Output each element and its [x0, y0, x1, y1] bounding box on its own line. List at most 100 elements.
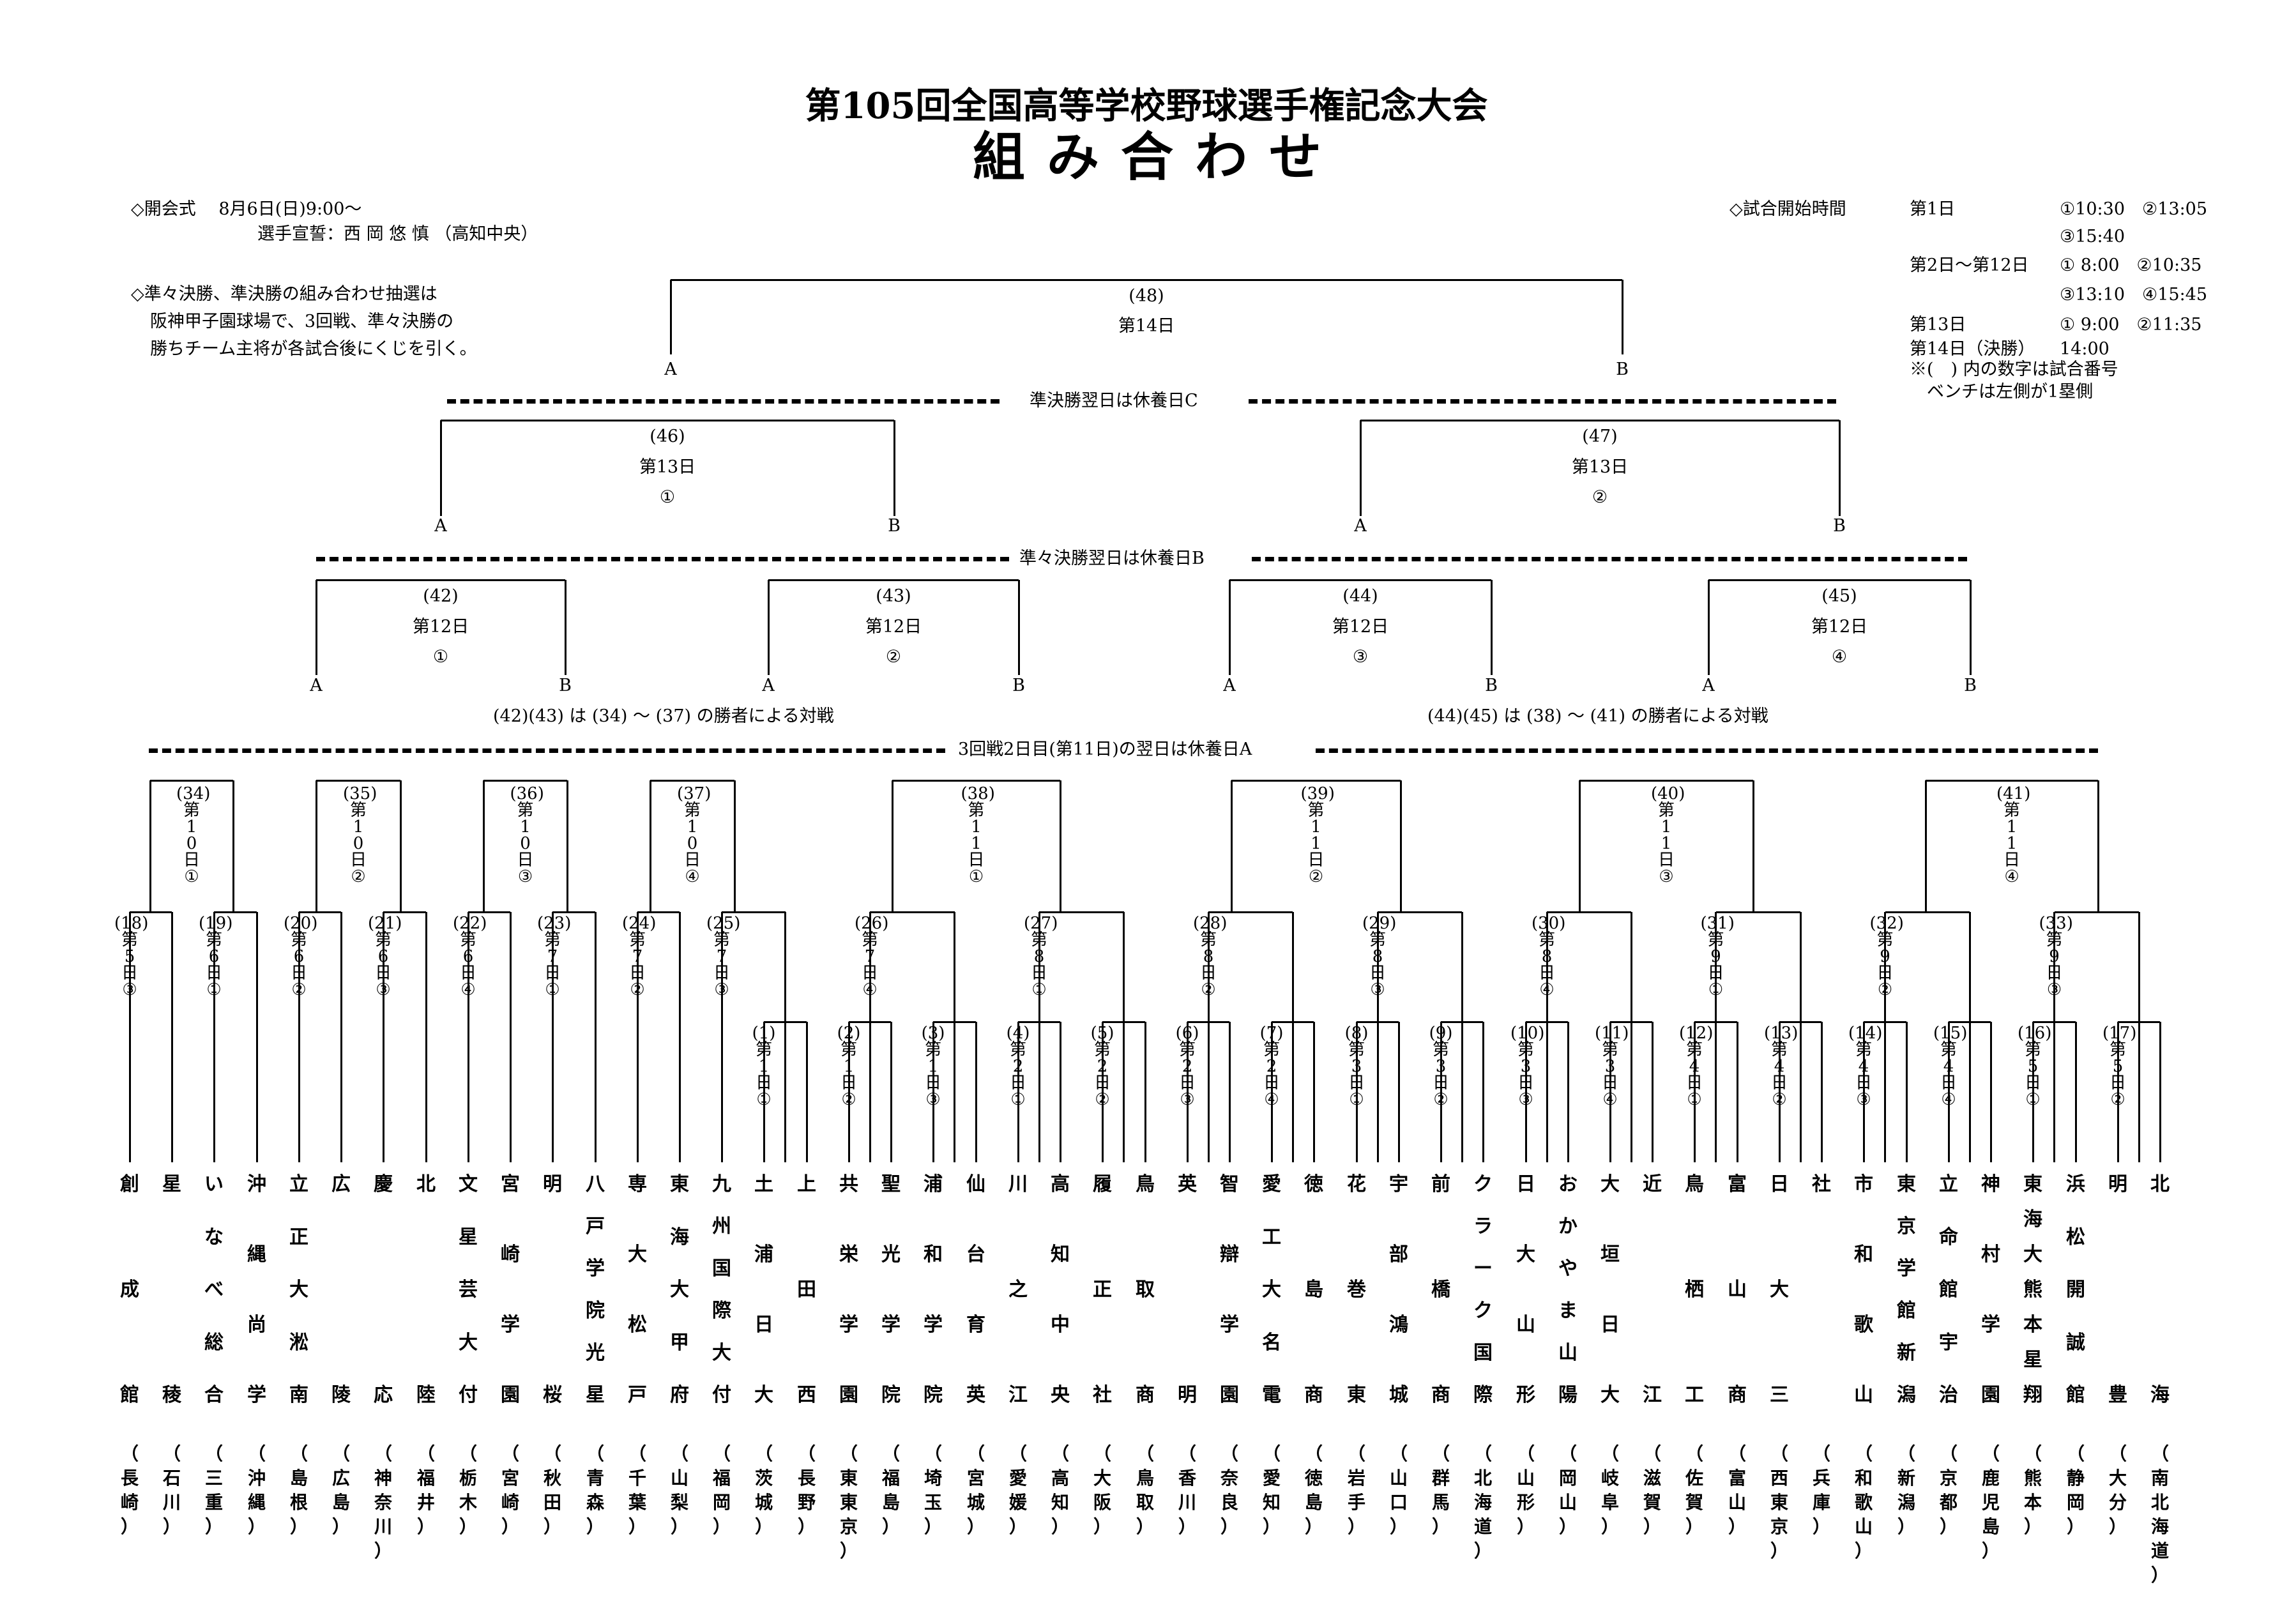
team-prefecture: （京都）: [1939, 1443, 1958, 1537]
team-prefecture: （福井）: [416, 1443, 435, 1537]
bracket-line: [566, 780, 568, 912]
team-prefecture: （青森）: [586, 1443, 604, 1537]
team-name-char: 学: [501, 1314, 520, 1336]
schedule-time: ①10:30 ②13:05: [2060, 199, 2208, 219]
page-title: 第105回全国高等学校野球選手権記念大会: [805, 85, 1488, 127]
team-prefecture: （島根）: [289, 1443, 308, 1537]
team-name-char: 東: [1897, 1173, 1916, 1195]
team-name-char: 南: [289, 1384, 308, 1406]
bracket-line: [1579, 779, 1753, 782]
bracket-line: [316, 579, 565, 581]
schedule-time: ① 8:00 ②10:35: [2060, 255, 2202, 275]
team-prefecture: （大阪）: [1093, 1443, 1111, 1537]
bracket-line: [1862, 1022, 1865, 1162]
team-name-char: 大: [1770, 1279, 1789, 1301]
team-name-char: 院: [586, 1300, 605, 1322]
team-name-char: 之: [1008, 1279, 1028, 1301]
team-prefecture: （岩手）: [1347, 1443, 1365, 1537]
team-name-char: 江: [1008, 1384, 1028, 1406]
quarterfinal-slot: ④: [1831, 647, 1848, 667]
team-name-char: 近: [1643, 1173, 1662, 1195]
team-prefecture: （鹿児島）: [1981, 1443, 2000, 1561]
bracket-line: [1038, 912, 1040, 1162]
team-prefecture: （西東京）: [1770, 1443, 1788, 1561]
team-name-char: 鳥: [1136, 1173, 1155, 1195]
team-prefecture: （宮城）: [966, 1443, 985, 1537]
team-name-char: 聖: [881, 1173, 901, 1195]
team-name-char: 星: [2023, 1349, 2042, 1371]
team-name-char: 正: [289, 1226, 308, 1248]
team-name-char: 山: [1728, 1279, 1747, 1301]
bracket-line: [1123, 912, 1125, 1162]
bracket-line: [1610, 1021, 1652, 1023]
team-name-char: 星: [459, 1226, 478, 1248]
team-name-char: 九: [712, 1173, 731, 1195]
team-name-char: 川: [1008, 1173, 1028, 1195]
team-name-char: 翔: [2023, 1384, 2042, 1406]
bracket-line: [1102, 1021, 1145, 1023]
team-prefecture: （宮崎）: [501, 1443, 519, 1537]
rest-day-divider: [1316, 748, 2098, 753]
rest-day-divider: [316, 557, 1009, 561]
bracket-line: [870, 911, 955, 913]
team-name-char: や: [1558, 1257, 1578, 1280]
bracket-line: [1229, 579, 1491, 581]
bracket-line: [1376, 912, 1379, 1162]
bracket-line: [649, 780, 651, 912]
team-name-char: 垣: [1600, 1243, 1620, 1266]
team-name-char: 高: [1051, 1173, 1070, 1195]
team-name-char: 工: [1685, 1384, 1704, 1406]
quarterfinal-side-a: A: [310, 676, 323, 695]
team-name-char: 歌: [1854, 1314, 1873, 1336]
team-name-char: 崎: [501, 1243, 520, 1266]
bracket-line: [213, 912, 215, 1162]
bracket-line: [382, 912, 384, 1162]
bracket-line: [1360, 419, 1839, 421]
team-name-char: 府: [670, 1384, 689, 1406]
team-prefecture: （岡山）: [1558, 1443, 1577, 1537]
team-name-char: 広: [331, 1173, 351, 1195]
team-prefecture: （和歌山）: [1854, 1443, 1873, 1561]
team-name-char: 学: [1897, 1257, 1916, 1280]
team-name-char: 開: [2066, 1279, 2085, 1301]
team-name-char: 慶: [374, 1173, 393, 1195]
bracket-line: [1039, 911, 1124, 913]
team-name-char: 浦: [924, 1173, 943, 1195]
team-name-char: 桜: [543, 1384, 562, 1406]
bracket-line: [720, 912, 723, 1162]
quarterfinal-match-no: (42): [423, 586, 459, 606]
team-name-char: 三: [1770, 1384, 1789, 1406]
team-name-char: 学: [839, 1314, 858, 1336]
team-name-char: 正: [1093, 1279, 1112, 1301]
team-name-char: 商: [1304, 1384, 1323, 1406]
bracket-line: [1490, 580, 1493, 675]
bracket-line: [1547, 911, 1631, 913]
bracket-line: [1708, 579, 1970, 581]
bracket-line: [1694, 1021, 1737, 1023]
bracket-line: [1947, 1022, 1950, 1162]
bracket-line: [1924, 780, 1927, 912]
team-name-char: 市: [1854, 1173, 1873, 1195]
quarterfinal-side-b: B: [559, 676, 572, 695]
team-name-char: 形: [1516, 1384, 1535, 1406]
team-prefecture: （長野）: [797, 1443, 816, 1537]
team-name-char: 大: [712, 1342, 731, 1364]
quarterfinal-day: 第12日: [412, 617, 469, 637]
bracket-line: [552, 911, 595, 913]
bracket-line: [1272, 1021, 1314, 1023]
team-name-char: 智: [1220, 1173, 1239, 1195]
bracket-line: [1208, 911, 1293, 913]
schedule-time: 14:00: [2060, 339, 2110, 359]
bracket-line: [1017, 1022, 1019, 1162]
bracket-line: [1968, 912, 1971, 1162]
bracket-line: [232, 780, 234, 912]
